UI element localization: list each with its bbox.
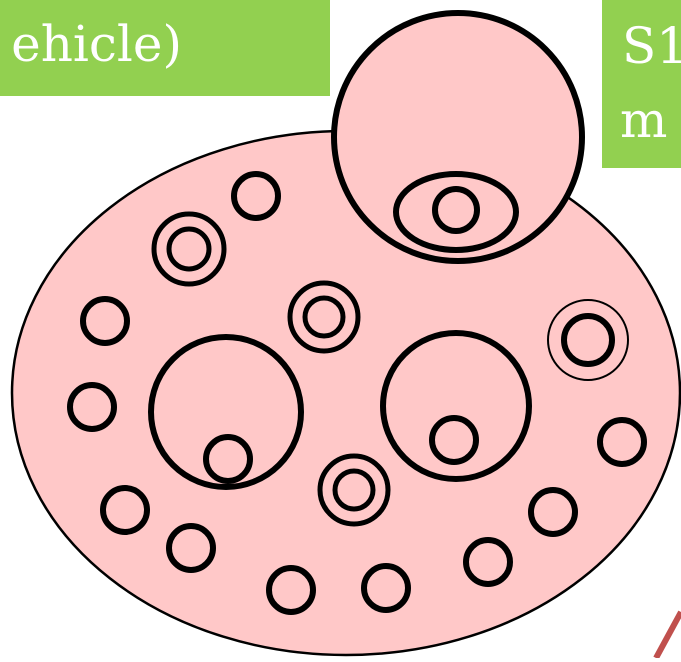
label-left-text: ehicle) [11, 16, 182, 72]
label-box-left: ehicle) [0, 0, 330, 96]
budding-vesicle [334, 13, 582, 261]
label-right-line2: m [620, 92, 667, 148]
label-right-line1: S1 [622, 18, 681, 74]
arrow-shaft [656, 612, 681, 658]
label-box-right: S1 m [602, 0, 681, 168]
